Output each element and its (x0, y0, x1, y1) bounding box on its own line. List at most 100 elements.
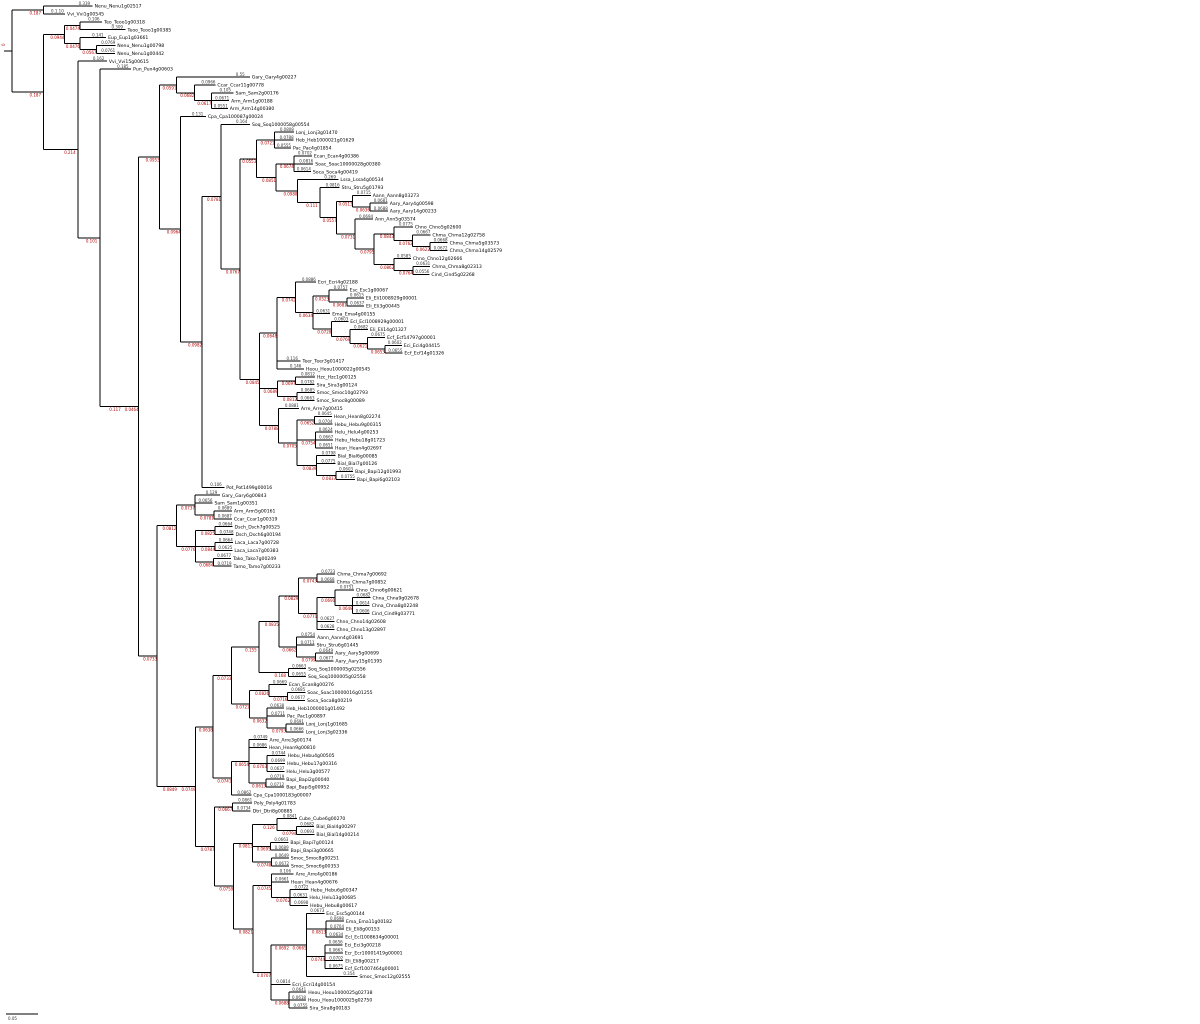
node-support-label: 0.0813 (312, 930, 326, 935)
node-support-label: 0.126 (263, 825, 275, 830)
tip-label: Aary_Aary5g00699 (335, 651, 379, 657)
tip-label: Arre_Arre3g00174 (270, 737, 312, 743)
tip-label: Ecf_Ecf1007464g00001 (345, 966, 399, 972)
tip-label: Hebu_Hebu9g00315 (334, 422, 381, 428)
tip-label: Chma_Chma7g00852 (337, 580, 387, 586)
tip-label: Bapi_Bapi5g00952 (286, 785, 329, 791)
node-support-label: 0.0812 (283, 397, 297, 402)
node-support-label: 0.0648 (339, 606, 353, 611)
tip-label: Arm_Arm1g00188 (231, 98, 273, 104)
node-support-label: 0.0557 (323, 218, 337, 223)
branch-length-label: 0.0734 (237, 806, 251, 811)
node-support-label: 0.0745 (257, 886, 271, 891)
tip-label: Sam_Sam2g00176 (236, 90, 279, 96)
node-support-label: 0.0964 (167, 230, 181, 235)
node-support-label: 0.0653 (371, 350, 385, 355)
node-support-label: 0.117 (109, 407, 121, 412)
branch-length-label: 0.0634 (329, 932, 343, 937)
branch-length-label: 0.0641 (292, 987, 306, 992)
tip-label: Bapi_Bapi3g00665 (291, 848, 334, 854)
branch-length-label: 0.0689 (275, 845, 289, 850)
branch-length-label: 0.0744 (272, 750, 286, 755)
branch-length-label: 0.0698 (330, 916, 344, 921)
node-support-label: 0.0638 (199, 727, 213, 732)
branch-length-label: 0.0663 (329, 948, 343, 953)
branch-length-label: 0.309 (111, 24, 123, 29)
node-support-label: 0.0837 (322, 476, 336, 481)
tip-label: Dsch_Dsch7g00525 (235, 524, 281, 530)
branch-length-label: 0.0618 (292, 995, 306, 1000)
tip-label: Hean_Hean8g02274 (334, 414, 381, 420)
node-support-label: 0.0721 (261, 141, 275, 146)
branch-length-label: 0.0711 (301, 640, 315, 645)
tip-label: Hebu_Hebu18g01723 (335, 438, 385, 444)
tip-label: Chno_Chno6g00621 (356, 587, 403, 593)
branch-length-label: 0.0649 (275, 853, 289, 858)
branch-length-label: 0.0702 (329, 955, 343, 960)
tree-labels: Nenu_Nenu1g025170.339Vvi_Vvi1g005450.1.1… (30, 1, 503, 1012)
node-support-label: 0.0826 (255, 691, 269, 696)
node-support-label: 0.0474 (66, 26, 80, 31)
branch-length-label: 0.0808 (280, 127, 294, 132)
branch-length-label: 0.0775 (399, 222, 413, 227)
node-support-label: 0.0794 (282, 831, 296, 836)
branch-length-label: 0.106 (210, 482, 222, 487)
tip-label: Smoc_Smoc6g00353 (291, 864, 339, 870)
branch-length-label: 0.0686 (253, 742, 267, 747)
node-support-label: 0.0749 (182, 787, 196, 792)
branch-length-label: 0.0966 (201, 80, 215, 85)
tip-label: Arre_Arre4g00186 (296, 871, 338, 877)
node-support-label: 0.0733 (217, 676, 231, 681)
branch-length-label: 0.0722 (294, 884, 308, 889)
node-support-label: 0.0829 (284, 596, 298, 601)
node-support-label: 0.0759 (219, 887, 233, 892)
node-support-label: 0.0705 (283, 443, 297, 448)
node-support-label: 0.0634 (299, 313, 313, 318)
tip-label: Bapi_Bapi12g01993 (355, 469, 401, 475)
tip-label: Vvi_Vvi15g00615 (109, 59, 149, 65)
branch-length-label: 0.0702 (298, 151, 312, 156)
branch-length-label: 0.0816 (326, 182, 340, 187)
tip-label: Stru_Stru6g01445 (317, 643, 359, 649)
tip-label: Sam_Sam1g00351 (214, 501, 257, 507)
tip-label: Arm_Arm14g00380 (230, 106, 275, 112)
node-support-label: 0.0662 (282, 647, 296, 652)
node-support-label: 0.0953 (146, 157, 160, 162)
branch-length-label: 0.0685 (291, 687, 305, 692)
tip-label: Stru_Stru5g01793 (342, 185, 384, 191)
node-support-label: 0.0737 (181, 505, 195, 510)
tip-label: Laca_Laca7g00383 (234, 548, 278, 554)
tip-label: Hean_Hean4g02697 (335, 445, 382, 451)
node-support-label: 0.0835 (265, 622, 279, 627)
tip-label: Poly_Poly4g01783 (254, 800, 296, 806)
branch-length-label: 0.0551 (214, 103, 228, 108)
node-support-label: 0.0674 (280, 164, 294, 169)
branch-length-label: 0.0638 (270, 703, 284, 708)
branch-length-label: 0.116 (286, 356, 298, 361)
branch-length-label: 0.0677 (217, 553, 231, 558)
branch-length-label: 0.0614 (356, 600, 370, 605)
tip-label: Eli_Eli8g00217 (345, 958, 379, 964)
branch-length-label: 0.0645 (318, 411, 332, 416)
branch-length-label: 0.0631 (293, 892, 307, 897)
branch-length-label: 0.0603 (334, 316, 348, 321)
tip-label: Hean_Hean4g00676 (291, 879, 338, 885)
branch-length-label: 0.0614 (297, 166, 311, 171)
branch-length-label: 0.0656 (329, 940, 343, 945)
node-support-label: 0.0567 (82, 50, 96, 55)
branch-length-label: 0.0788 (280, 135, 294, 140)
branch-length-label: 0.339 (79, 1, 91, 6)
branch-length-label: 0.141 (92, 32, 104, 37)
branch-length-label: 0.0655 (388, 348, 402, 353)
branch-length-label: 0.0672 (275, 861, 289, 866)
node-support-label: 0.0743 (303, 578, 317, 583)
tip-label: Heb_Heb1000021g01629 (296, 138, 355, 144)
tip-label: Aann_Aann4g03691 (317, 635, 363, 641)
tip-label: Soca_Soca8g00219 (307, 698, 352, 704)
branch-length-label: 0.0673 (310, 908, 324, 913)
node-support-label: 0.0691 (321, 598, 335, 603)
tip-label: Ecr_Ecr10001419g00001 (345, 950, 403, 956)
branch-length-label: 0.0749 (254, 735, 268, 740)
node-support-label: 0.0769 (336, 337, 350, 342)
node-support-label: 0.0741 (217, 779, 231, 784)
